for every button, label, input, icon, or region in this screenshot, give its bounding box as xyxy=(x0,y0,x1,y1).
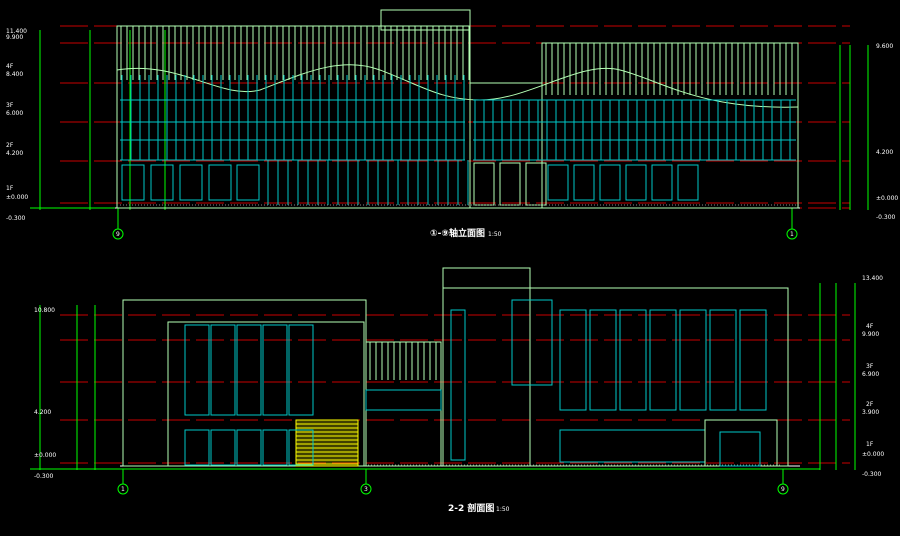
window xyxy=(559,309,587,411)
window xyxy=(150,164,174,201)
window xyxy=(236,324,262,416)
window xyxy=(262,324,288,416)
right-building-outline xyxy=(541,42,799,209)
window xyxy=(547,164,569,201)
connector-block xyxy=(469,82,543,209)
window xyxy=(208,164,232,201)
window xyxy=(589,309,617,411)
narrow-window xyxy=(450,309,466,461)
window xyxy=(739,309,767,411)
section-right-block xyxy=(442,287,789,467)
window xyxy=(709,309,737,411)
window xyxy=(677,164,699,201)
window xyxy=(573,164,595,201)
window xyxy=(619,309,647,411)
window xyxy=(649,309,677,411)
window xyxy=(236,164,260,201)
window xyxy=(679,309,707,411)
wave-roof-curve xyxy=(116,64,799,108)
window xyxy=(184,429,210,466)
connector-window xyxy=(365,389,442,411)
window xyxy=(236,429,262,466)
window xyxy=(651,164,673,201)
window xyxy=(210,324,236,416)
stair-window xyxy=(511,299,553,386)
window xyxy=(599,164,621,201)
window xyxy=(288,429,314,466)
stair-hatch xyxy=(295,419,359,467)
ground-window xyxy=(559,429,706,463)
stair-tower xyxy=(442,267,531,467)
window xyxy=(184,324,210,416)
roof-parapet xyxy=(380,9,471,31)
window xyxy=(179,164,203,201)
entrance-door xyxy=(499,162,521,206)
entrance-door xyxy=(719,431,761,467)
entrance-canopy xyxy=(704,419,778,467)
entrance-door xyxy=(525,162,547,206)
window xyxy=(625,164,647,201)
window xyxy=(288,324,314,416)
window xyxy=(262,429,288,466)
section-inner-frame xyxy=(167,321,365,467)
window xyxy=(210,429,236,466)
window xyxy=(121,164,145,201)
entrance-door xyxy=(473,162,495,206)
